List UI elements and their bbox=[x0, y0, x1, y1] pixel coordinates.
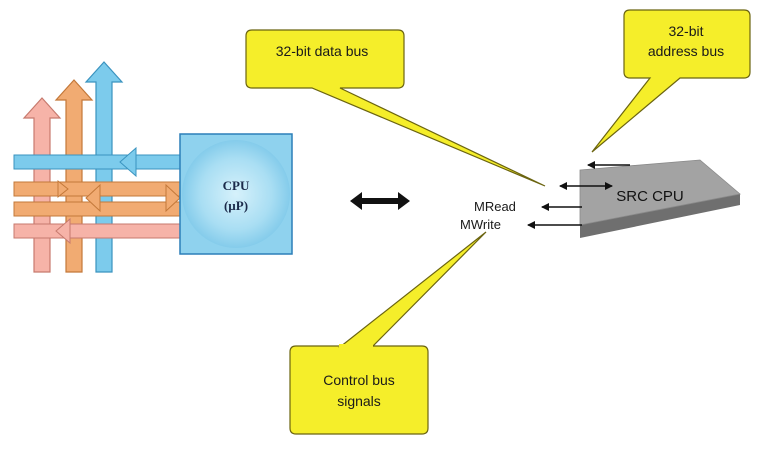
vertical-bus-arrow-orange bbox=[54, 79, 94, 273]
callout-address-bus-text-2: address bus bbox=[648, 43, 724, 59]
callout-data-bus: 32-bit data bus bbox=[245, 29, 546, 187]
src-cpu-label: SRC CPU bbox=[616, 188, 684, 205]
cpu-label: CPU bbox=[223, 178, 250, 193]
callout-control-bus: Control bus signals bbox=[289, 231, 487, 435]
equivalence-double-arrow bbox=[350, 192, 410, 210]
arrowhead-blue-left bbox=[119, 146, 137, 178]
cpu-block: CPU (µP) bbox=[179, 133, 293, 255]
callout-address-bus-text-1: 32-bit bbox=[668, 23, 703, 39]
mwrite-label: MWrite bbox=[460, 217, 501, 232]
callout-data-bus-text: 32-bit data bus bbox=[276, 43, 369, 59]
arrowhead-orange-right bbox=[165, 183, 181, 213]
chip-bus-arrows bbox=[527, 161, 630, 229]
callout-address-bus: 32-bit address bus bbox=[591, 9, 751, 153]
arrowhead-orange-left bbox=[85, 183, 101, 213]
cpu-sublabel: (µP) bbox=[224, 198, 248, 213]
src-cpu-chip: SRC CPU bbox=[579, 159, 741, 238]
arrowhead-orange-small bbox=[57, 179, 69, 199]
mread-label: MRead bbox=[474, 199, 516, 214]
callout-control-bus-text-2: signals bbox=[337, 393, 381, 409]
horizontal-arrowheads bbox=[55, 146, 181, 245]
arrowhead-pink-left bbox=[55, 217, 71, 245]
callout-control-bus-text-1: Control bus bbox=[323, 372, 395, 388]
